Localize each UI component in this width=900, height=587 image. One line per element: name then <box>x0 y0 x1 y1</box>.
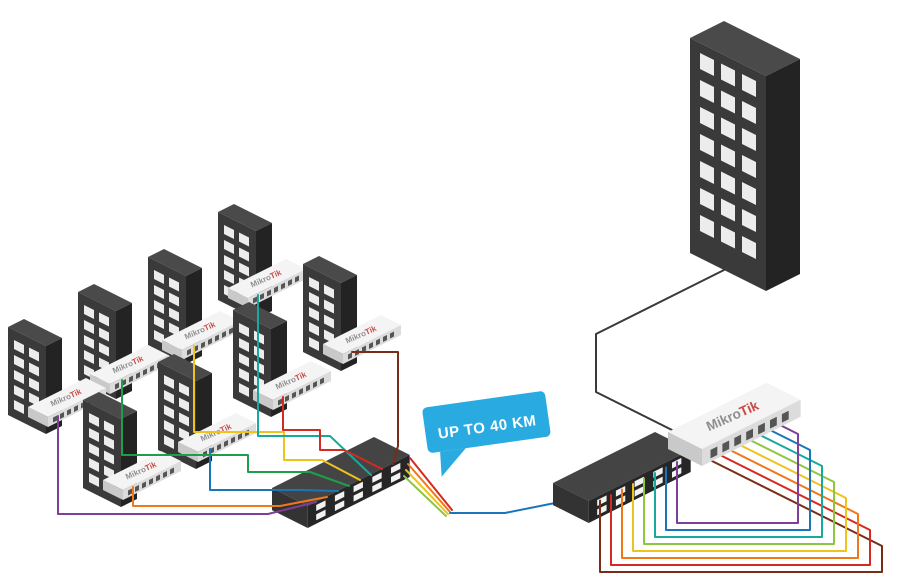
mikrotik-router: MikroTik <box>323 315 401 364</box>
cable-red <box>282 396 383 470</box>
mikrotik-router: MikroTik <box>90 345 168 394</box>
switch-body <box>668 382 801 466</box>
cable-blue <box>209 448 339 492</box>
wdm-channel-2 <box>610 455 871 566</box>
cable-purple <box>57 415 317 515</box>
distance-callout: UP TO 40 KM <box>422 391 551 477</box>
wdm-channel-5 <box>643 440 835 545</box>
wdm-channel-3 <box>621 450 859 559</box>
building-uplink-cable <box>595 269 725 431</box>
mikrotik-router: MikroTik <box>103 451 181 500</box>
channel-red <box>409 457 453 511</box>
channel-orange <box>407 463 451 513</box>
wdm-channel-6 <box>654 435 823 538</box>
wdm-channel-4 <box>632 445 847 552</box>
wdm-channel-8 <box>676 425 799 524</box>
mikrotik-router: MikroTik <box>162 311 240 360</box>
wdm-channel-1 <box>599 460 883 573</box>
channel-yellow <box>405 469 449 515</box>
cable-yellow <box>193 345 361 481</box>
cable-green <box>121 379 350 487</box>
mikrotik-router: MikroTik <box>228 259 306 308</box>
cable-brown <box>351 351 399 465</box>
mikrotik-router: MikroTik <box>253 361 331 410</box>
core-switch: MikroTik <box>668 382 801 466</box>
office-building-large <box>690 21 800 291</box>
fiber-link <box>449 499 571 514</box>
callout-bubble <box>422 391 551 453</box>
cable-teal <box>257 294 372 476</box>
cable-orange <box>132 486 328 507</box>
callout-tail <box>440 448 466 477</box>
mikrotik-router: MikroTik <box>28 378 106 427</box>
channel-lime <box>403 475 447 517</box>
